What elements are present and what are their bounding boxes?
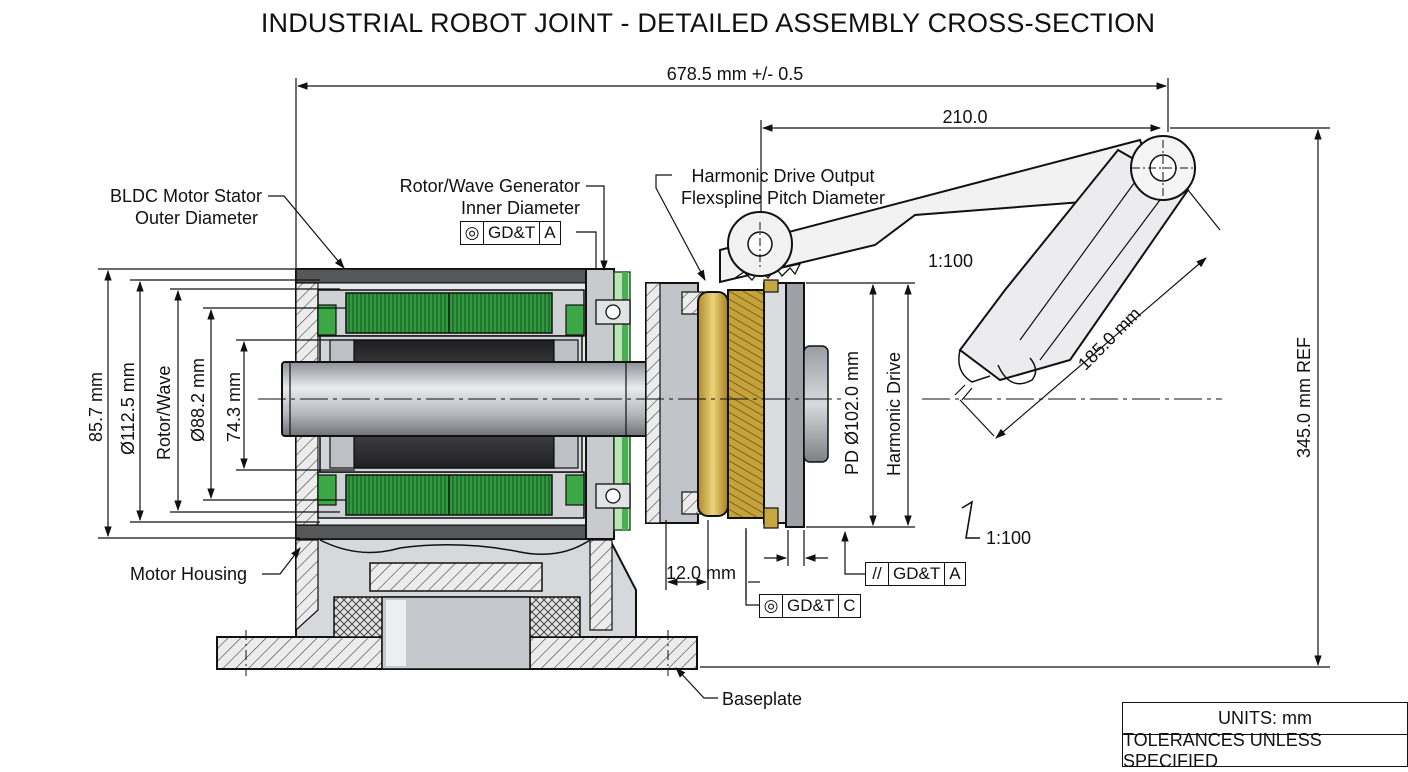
- dim-74-3: 74.3 mm: [224, 371, 244, 442]
- dim-rotor-wave: Rotor/Wave: [154, 365, 174, 460]
- concentricity-icon: ◎: [461, 222, 484, 244]
- dim-pd-102: PD Ø102.0 mm: [842, 350, 862, 475]
- baseplate-callout: Baseplate: [722, 689, 803, 709]
- harmonic-callout-line2: Flexspline Pitch Diameter: [680, 188, 886, 208]
- stator-winding-lower: [317, 471, 585, 519]
- gdt-text: GD&T: [889, 563, 946, 585]
- arm-offset-dim: 210.0: [942, 107, 988, 127]
- dim-harmonic-drive: Harmonic Drive: [884, 351, 904, 476]
- bearing-pair: [595, 299, 631, 509]
- gdt-text: GD&T: [783, 595, 840, 617]
- gdt-datum: C: [843, 596, 856, 615]
- gdt-frame-concentricity: ◎ GD&T C: [759, 594, 861, 618]
- harmonic-drive: [645, 279, 829, 529]
- harmonic-callout-line1: Harmonic Drive Output: [691, 166, 875, 186]
- stator-callout-line2: Outer Diameter: [134, 208, 258, 228]
- gap-12-dim: 12.0 mm: [666, 563, 737, 583]
- concentricity-icon: ◎: [760, 595, 783, 617]
- motor-housing-callout: Motor Housing: [130, 564, 248, 584]
- dim-112-5: Ø112.5 mm: [118, 362, 138, 455]
- scale-label-top: 1:100: [928, 251, 974, 271]
- scale-label-bottom: 1:100: [986, 528, 1032, 548]
- overall-length-dim: 678.5 mm +/- 0.5: [666, 64, 804, 84]
- dim-85-7: 85.7 mm: [86, 371, 106, 442]
- leader-lines: [262, 174, 980, 699]
- gdt-frame-parallel: // GD&T A: [865, 562, 966, 586]
- parallelism-icon: //: [866, 563, 889, 585]
- rotor-callout-line1: Rotor/Wave Generator: [399, 176, 580, 196]
- rotor-callout-line2: Inner Diameter: [460, 198, 580, 218]
- gdt-frame-rotor: ◎ GD&T A: [460, 221, 561, 245]
- gdt-datum: A: [544, 223, 556, 242]
- dim-height-ref: 345.0 mm REF: [1294, 336, 1314, 458]
- units-label: UNITS: mm: [1218, 708, 1312, 728]
- gdt-text: GD&T: [484, 222, 541, 244]
- title-block: UNITS: mm TOLERANCES UNLESS SPECIFIED: [1122, 702, 1408, 771]
- tolerances-label: TOLERANCES UNLESS SPECIFIED: [1123, 730, 1407, 771]
- drawing-title: INDUSTRIAL ROBOT JOINT - DETAILED ASSEMB…: [260, 8, 1156, 38]
- gdt-datum: A: [949, 564, 961, 583]
- dimension-lines: [98, 78, 1330, 668]
- dim-88-2: Ø88.2 mm: [188, 357, 208, 442]
- stator-callout-line1: BLDC Motor Stator: [109, 186, 262, 206]
- stator-winding-upper: [317, 289, 585, 337]
